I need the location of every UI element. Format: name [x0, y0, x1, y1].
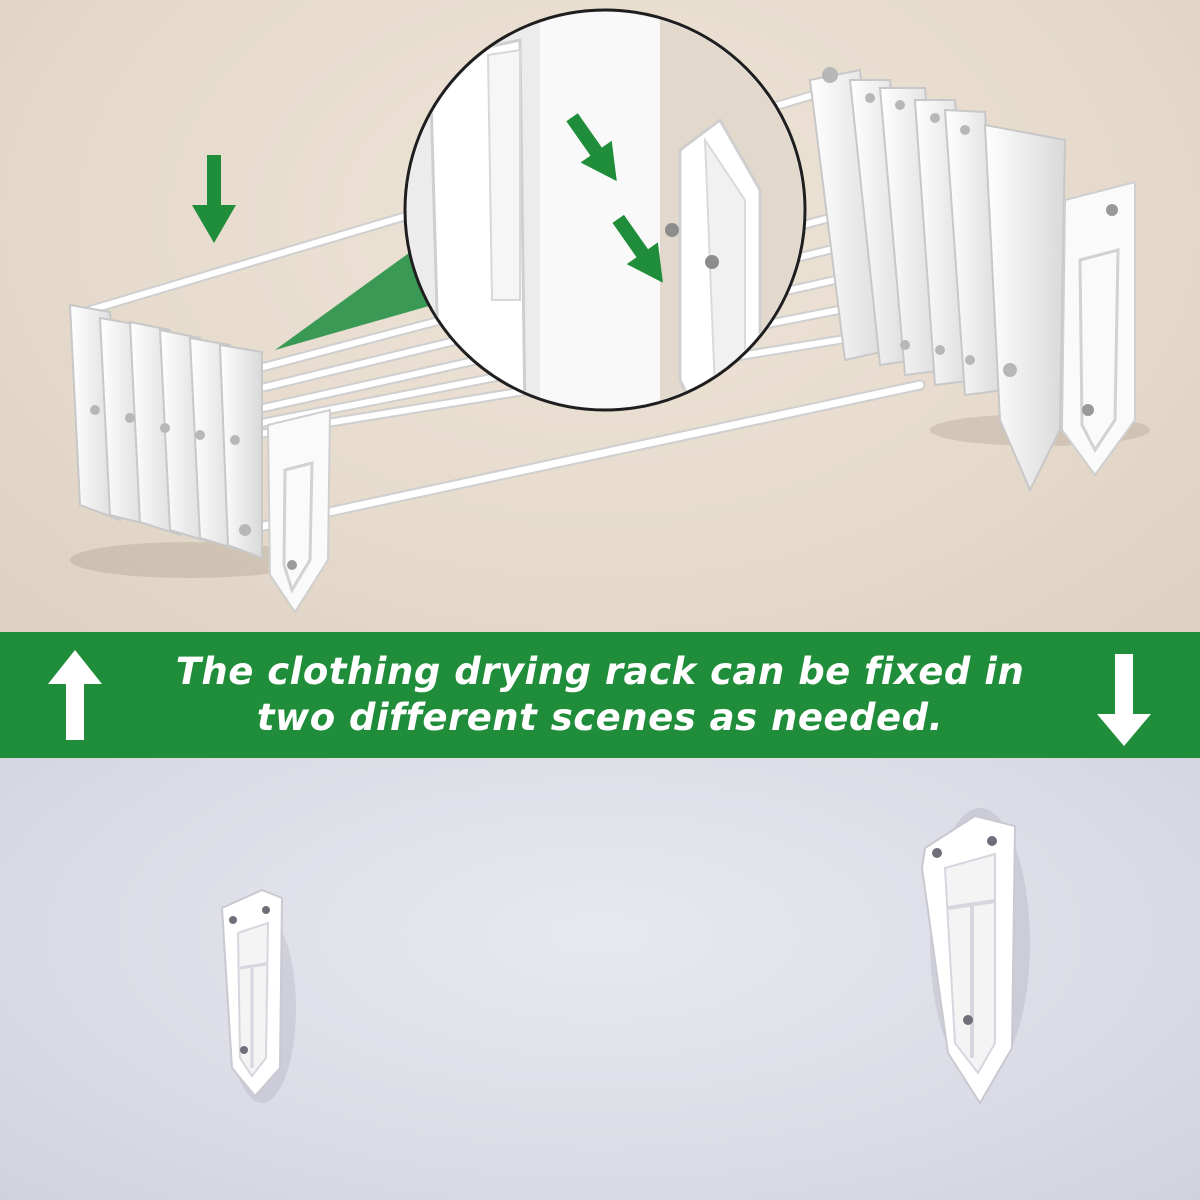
left-folding-arms — [68, 303, 263, 560]
bracket-shadows — [228, 808, 1030, 1103]
banner-arrows — [48, 650, 1151, 746]
top-scene-wall-beige — [0, 0, 1200, 632]
down-arrow-icon — [566, 113, 617, 182]
down-arrow-icon — [192, 155, 236, 243]
zoom-callout-wedge — [275, 245, 450, 350]
info-banner: The clothing drying rack can be fixed in… — [0, 632, 1200, 758]
right-wall-bracket — [1060, 180, 1136, 477]
small-wall-bracket — [220, 888, 284, 1098]
banner-line-2: two different scenes as needed. — [256, 696, 944, 739]
wall-brackets-illustration — [220, 808, 1030, 1105]
down-arrow-icon — [612, 214, 663, 283]
down-arrow-icon — [1097, 654, 1151, 746]
drying-rack-illustration — [68, 8, 1150, 614]
large-wall-bracket — [920, 814, 1017, 1105]
right-folding-arms — [808, 67, 1067, 493]
left-wall-bracket — [266, 408, 332, 614]
bottom-scene-wall-lavender — [0, 758, 1200, 1200]
up-arrow-icon — [48, 650, 102, 740]
banner-caption: The clothing drying rack can be fixed in… — [150, 632, 1050, 758]
banner-line-1: The clothing drying rack can be fixed in — [175, 650, 1025, 693]
